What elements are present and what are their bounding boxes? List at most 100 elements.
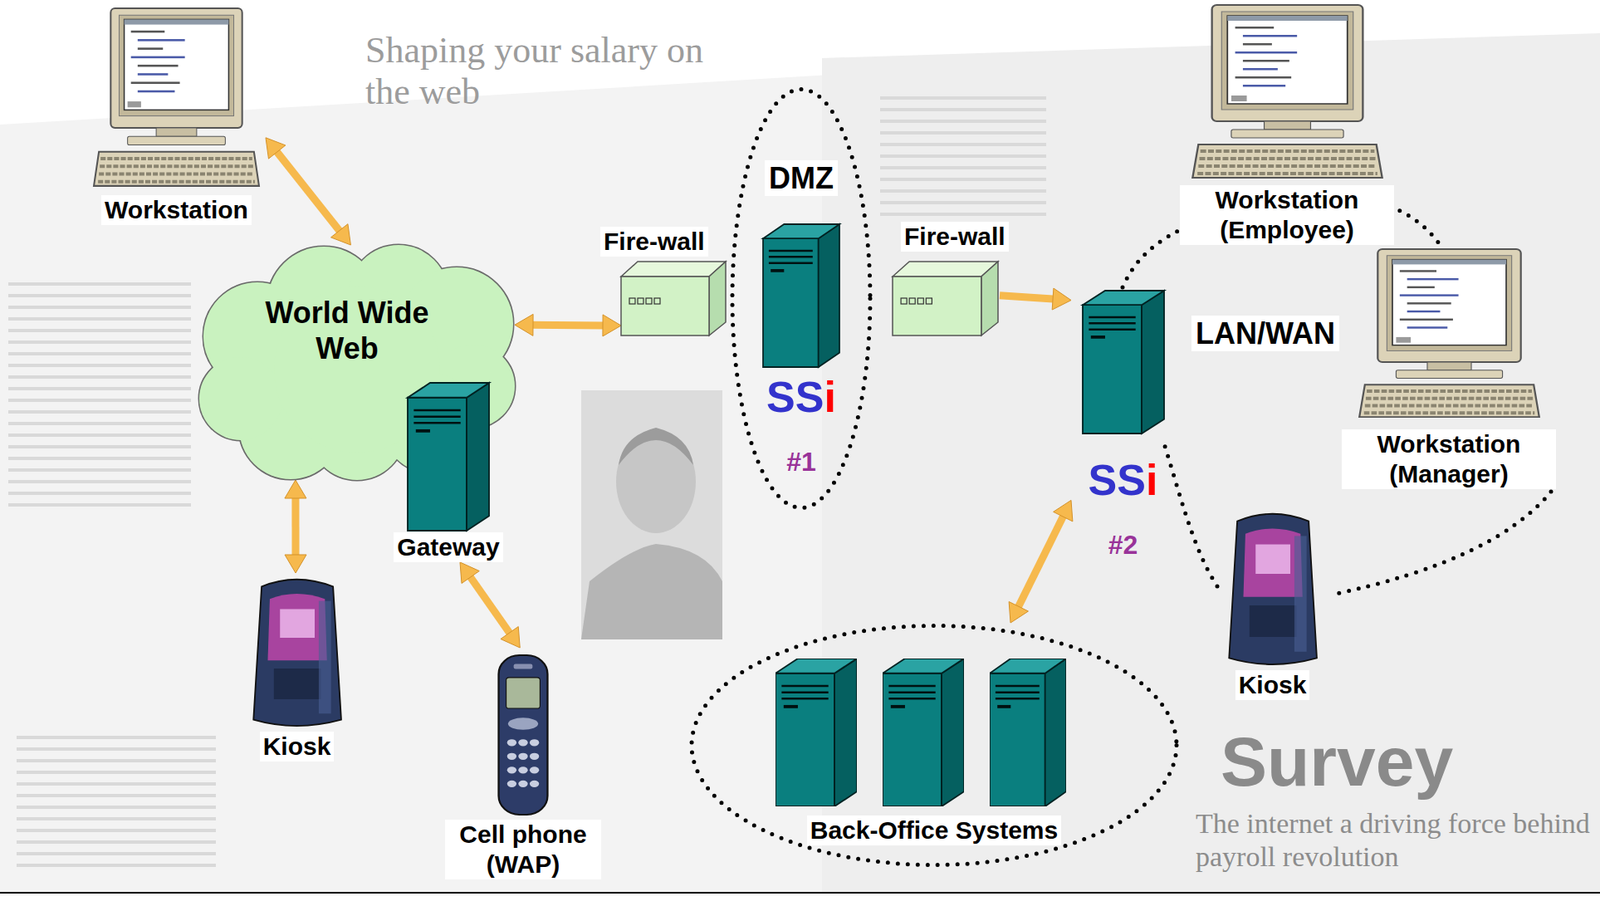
server-icon-part xyxy=(466,382,490,531)
arrow-shaft xyxy=(999,295,1057,300)
dotted-ellipse-part-part xyxy=(989,658,1067,674)
phone-icon-part xyxy=(529,738,539,746)
label-row: Kiosk xyxy=(1212,670,1333,700)
pc-icon-part xyxy=(1211,4,1363,122)
pc-icon-part xyxy=(1198,164,1376,168)
arrow-head xyxy=(1053,499,1073,521)
pc-icon-part xyxy=(1263,121,1311,130)
pc-icon-part xyxy=(1406,286,1434,289)
newspaper-pages xyxy=(0,33,1600,893)
pc-icon-part xyxy=(137,73,169,76)
pc-icon-part xyxy=(131,30,166,34)
kiosk-icon-part xyxy=(1294,535,1307,651)
node-label: Workstation (Employee) xyxy=(1179,185,1395,245)
dotted-ellipse-part-part xyxy=(890,704,906,709)
arrow-head xyxy=(265,137,286,159)
pc-icon-part xyxy=(137,64,179,68)
newspaper-photo-part xyxy=(581,543,723,640)
newspaper-photo-part xyxy=(581,390,723,640)
node-label: DMZ xyxy=(764,160,838,196)
phone-icon-part xyxy=(518,780,528,788)
label-row: Workstation (Employee) xyxy=(1179,185,1395,245)
lan-wan-ring: LAN/WANWorkstation (Employee)SSi#2Workst… xyxy=(1062,1,1586,708)
pc-icon-part xyxy=(131,56,186,59)
connector-arrow xyxy=(265,137,351,245)
dotted-network-ring-part xyxy=(1331,491,1552,595)
pc-icon-part xyxy=(127,136,226,145)
pc-icon-part xyxy=(1198,156,1375,161)
firewall: Fire-wall xyxy=(621,259,728,338)
arrow-head xyxy=(284,479,307,499)
node-label: LAN/WAN xyxy=(1191,315,1340,352)
node-label: SSi xyxy=(766,373,837,421)
dotted-ellipse-part-part xyxy=(775,673,835,807)
workstation: Workstation (Employee) xyxy=(1179,3,1395,245)
pc-icon-part xyxy=(1192,144,1382,178)
pc-icon-part xyxy=(110,8,242,128)
arrow-shaft xyxy=(1017,513,1065,610)
workstation: Workstation (Manager) xyxy=(1341,247,1556,490)
arrow-shaft xyxy=(274,149,342,234)
label-row: Gateway xyxy=(390,532,507,563)
dotted-ellipse-part-part xyxy=(888,690,935,694)
pc-icon-part xyxy=(1234,51,1297,54)
connector-arrow xyxy=(1008,499,1073,623)
pc-icon-part xyxy=(1406,302,1451,304)
node-label: Back-Office Systems xyxy=(807,815,1062,846)
kiosk-icon-part xyxy=(318,601,332,715)
phone-icon xyxy=(494,653,552,817)
dotted-ellipse-part-part xyxy=(882,673,942,807)
label-row: Workstation xyxy=(87,195,266,226)
pc-icon-part xyxy=(1399,318,1453,321)
label-row: Kiosk xyxy=(236,731,358,762)
dotted-ellipse-part xyxy=(989,658,1067,807)
kiosk-icon xyxy=(243,576,351,730)
pc-icon-part xyxy=(1395,370,1503,379)
phone-icon-part xyxy=(529,766,539,774)
node-label: #1 xyxy=(786,445,817,478)
firewall-box-part xyxy=(892,276,982,336)
dotted-ellipse-part xyxy=(732,89,871,509)
server-icon-part xyxy=(770,269,784,273)
firewall-box xyxy=(621,259,728,338)
pc-icon-part xyxy=(1242,84,1285,88)
server-icon-part xyxy=(1088,327,1136,330)
newspaper-headline: Survey xyxy=(1220,724,1454,799)
newspaper-headline: The internet a driving force behind payr… xyxy=(1195,807,1591,874)
pc-icon-part xyxy=(1399,269,1436,272)
node-label: Workstation (Manager) xyxy=(1341,429,1556,490)
label-row: SSi xyxy=(747,373,856,421)
phone-icon-part xyxy=(518,766,528,774)
pc-icon-part xyxy=(118,14,234,116)
dotted-ellipse-part xyxy=(882,658,964,807)
pc-icon-part xyxy=(1365,396,1532,401)
pc-icon-part xyxy=(131,81,181,84)
pc-icon-part xyxy=(1227,15,1347,21)
label-row: Cell phone (WAP) xyxy=(445,819,602,880)
label-row: Workstation (Manager) xyxy=(1341,429,1556,490)
server-icon-part xyxy=(818,224,840,367)
firewall-box-part xyxy=(645,298,652,304)
bottom-rule xyxy=(0,891,1600,894)
server-icon-part xyxy=(413,421,460,425)
server-icon-part xyxy=(768,255,813,258)
dotted-ellipse-part-part xyxy=(882,658,964,674)
dotted-ellipse-part-part xyxy=(995,697,1040,700)
dotted-ellipse-part-part xyxy=(775,658,857,674)
node-label: World Wide Web xyxy=(247,294,447,367)
phone-icon-part xyxy=(507,780,517,788)
pc-icon-part xyxy=(1399,293,1459,296)
pc-icon-part xyxy=(1364,404,1533,408)
pc-icon-part xyxy=(1242,59,1289,63)
phone-icon-part xyxy=(507,753,517,760)
kiosk: Kiosk xyxy=(1212,506,1333,700)
kiosk-icon-part xyxy=(1255,544,1291,574)
dotted-ellipse-part xyxy=(691,626,1177,866)
label-row: #2 xyxy=(1071,528,1175,561)
firewall-box-part xyxy=(621,276,710,336)
pc-icon-part xyxy=(1391,259,1506,346)
node-label: Fire-wall xyxy=(600,226,709,257)
pc-icon-part xyxy=(1221,11,1353,110)
pc-icon-part xyxy=(137,39,186,42)
node-label: Fire-wall xyxy=(900,221,1009,252)
